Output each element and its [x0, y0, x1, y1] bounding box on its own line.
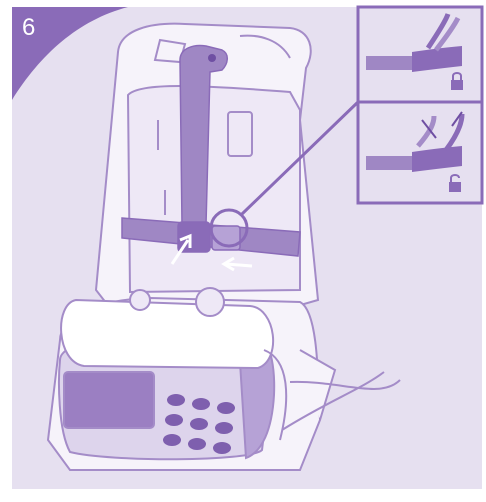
- pump-keypad: [163, 394, 235, 454]
- pump-screen: [64, 372, 154, 428]
- infusion-pump: [59, 288, 274, 459]
- inset-panels: [358, 7, 482, 203]
- step-number: 6: [22, 16, 35, 40]
